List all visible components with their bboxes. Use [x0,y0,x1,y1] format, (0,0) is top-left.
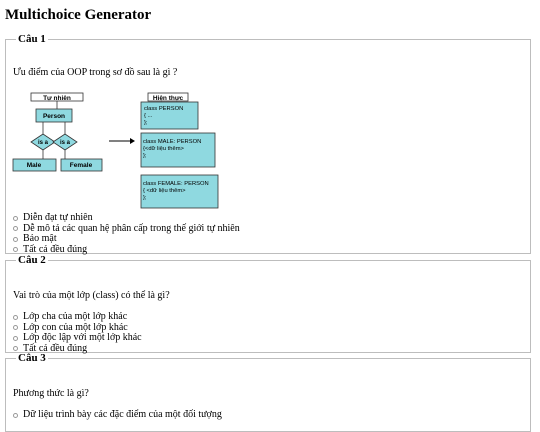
person-box [35,108,73,123]
isa-label-2: is a [60,140,71,146]
answer-option[interactable]: Bảo mật [13,233,240,245]
left-title: Tự nhiên [43,95,71,102]
question-1: Câu 1 Ưu điểm của OOP trong sơ đồ sau là… [5,33,531,254]
class-person-box [140,101,199,130]
class-male-line-2: {<dữ liệu thêm> [143,146,185,152]
question-1-text: Ưu điểm của OOP trong sơ đồ sau là gì ? [13,67,178,78]
radio-icon[interactable] [13,346,18,352]
class-female-line-2: { <dữ liệu thêm> [143,188,186,194]
isa-diamond-2 [52,133,78,151]
question-3-text: Phương thức là gì? [13,388,89,399]
class-person-line-2: { ... [144,113,153,119]
oop-diagram: Tự nhiên Person is a is a Male Female Hi… [12,92,219,209]
male-box [12,158,57,172]
radio-icon[interactable] [13,236,18,242]
app-title: Multichoice Generator [5,7,152,23]
female-box [60,158,103,172]
class-male-line-1: class MALE: PERSON [143,139,201,145]
class-male-line-3: }; [143,153,147,159]
question-2: Câu 2 Vai trò của một lớp (class) có thể… [5,254,531,353]
question-3-legend: Câu 3 [18,352,46,364]
answer-option[interactable]: Dễ mô tả các quan hệ phân cấp trong thế … [13,223,240,235]
question-2-legend: Câu 2 [18,254,46,266]
answer-option[interactable]: Lớp độc lập với một lớp khác [13,332,142,344]
radio-icon[interactable] [13,215,18,221]
right-title: Hiện thực [153,95,184,102]
right-title-box [147,92,189,102]
answer-option[interactable]: Dữ liệu trình bày các đặc điểm của một đ… [13,409,222,421]
question-3: Câu 3 Phương thức là gì? Dữ liệu trình b… [5,352,531,432]
radio-icon[interactable] [13,226,18,232]
class-female-line-3: }; [143,195,147,201]
answer-option[interactable]: Tất cả đều đúng [13,244,240,256]
person-label: Person [43,113,65,120]
question-3-options: Dữ liệu trình bày các đặc điểm của một đ… [13,409,222,421]
arrow-icon [109,138,135,144]
class-person-line-3: }; [144,120,148,126]
radio-icon[interactable] [13,412,18,418]
isa-label-1: is a [38,140,49,146]
class-female-line-1: class FEMALE: PERSON [143,181,209,187]
radio-icon[interactable] [13,325,18,331]
question-1-options: Diễn đạt tự nhiên Dễ mô tả các quan hệ p… [13,212,240,256]
radio-icon[interactable] [13,314,18,320]
question-1-legend: Câu 1 [18,33,46,45]
answer-option[interactable]: Diễn đạt tự nhiên [13,212,240,224]
radio-icon[interactable] [13,335,18,341]
radio-icon[interactable] [13,247,18,253]
class-female-box [140,174,219,209]
female-label: Female [70,162,93,169]
answer-option[interactable]: Lớp con của một lớp khác [13,322,142,334]
class-male-box [140,132,216,168]
answer-option[interactable]: Tất cả đều đúng [13,343,142,355]
question-2-text: Vai trò của một lớp (class) có thể là gì… [13,290,170,301]
male-label: Male [27,162,42,169]
answer-option[interactable]: Lớp cha của một lớp khác [13,311,142,323]
question-2-options: Lớp cha của một lớp khác Lớp con của một… [13,311,142,355]
class-person-line-1: class PERSON [144,106,183,112]
